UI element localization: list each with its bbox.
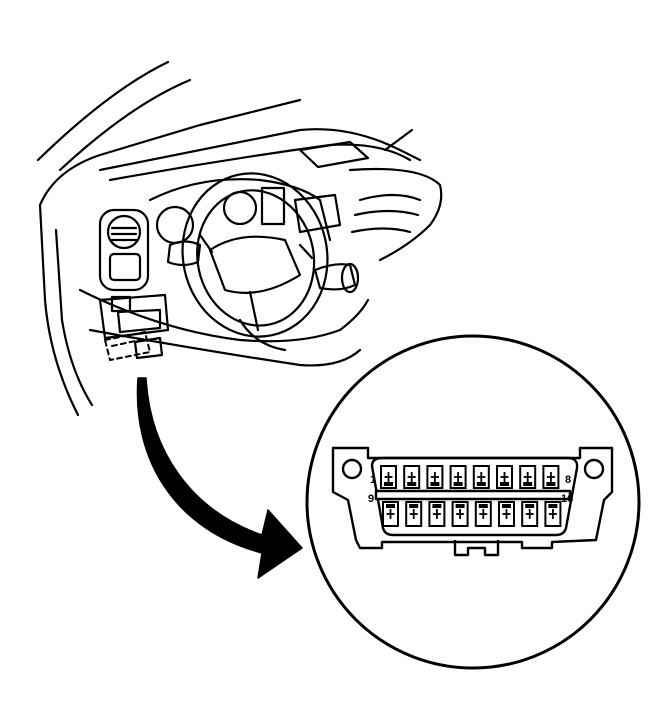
pin-cavity — [449, 465, 467, 489]
a-pillar — [38, 98, 302, 207]
dash-right-surface — [348, 167, 443, 262]
pin-cavity — [428, 501, 446, 527]
mounting-hole-left — [341, 458, 363, 480]
defrost-vent — [298, 140, 370, 169]
wiper-stalk — [313, 263, 357, 291]
dash-right-stripes-3 — [350, 227, 412, 234]
mounting-hole-right — [583, 458, 605, 480]
door-edge — [38, 203, 80, 417]
knee-panel — [98, 293, 170, 340]
dash-top — [98, 128, 422, 172]
pin-cavity — [474, 501, 492, 527]
steering-spoke-bottom — [248, 290, 260, 332]
lower-dash-curve — [88, 328, 362, 367]
pin-cavity — [451, 501, 469, 527]
dashboard-illustration — [36, 60, 443, 417]
stalk-knob — [340, 262, 360, 294]
pin-cavity — [521, 501, 539, 527]
steering-spoke-left — [198, 233, 214, 254]
pin-cavity — [382, 501, 399, 527]
dash-right-stripes-1 — [358, 193, 422, 202]
arrow-body — [136, 377, 303, 579]
steering-hub — [208, 235, 302, 294]
windshield-line-inner — [58, 78, 192, 172]
left-vent-housing — [98, 208, 150, 292]
steering-spoke-right — [298, 243, 314, 260]
lower-panel — [116, 308, 162, 334]
pointer-arrow — [136, 377, 303, 579]
connector-face — [370, 456, 579, 537]
cluster-hood — [148, 178, 332, 242]
pin-label-9: 9 — [368, 493, 374, 505]
connector-location-box — [133, 336, 164, 360]
gauge-left — [155, 205, 195, 245]
pin-cavity — [542, 465, 560, 489]
pin-cavity — [380, 465, 397, 489]
pin-cavity — [403, 465, 421, 489]
left-vent — [106, 214, 142, 250]
latch-tab — [453, 540, 500, 557]
pin-cavity — [519, 465, 537, 489]
pin-cavity — [472, 465, 490, 489]
left-switch-panel — [108, 252, 142, 282]
pin-label-1: 1 — [370, 474, 376, 486]
turn-signal-stalk — [166, 240, 202, 267]
door-edge-inner — [54, 228, 94, 407]
pin-label-16: 16 — [561, 493, 573, 505]
dash-right-stripes-2 — [353, 209, 420, 217]
pin-cavity — [426, 465, 444, 489]
magnifier-circle — [305, 334, 641, 670]
pin-label-8: 8 — [565, 474, 571, 486]
pin-cavity — [544, 501, 562, 527]
connector-center-bar — [374, 489, 572, 501]
dash-right-line — [383, 128, 414, 152]
cluster-panel — [260, 186, 286, 226]
windshield-line-outer — [36, 60, 170, 162]
pin-cavity — [405, 501, 423, 527]
dlc-connector — [331, 446, 614, 557]
steering-wheel-inner — [196, 189, 316, 327]
connector-housing — [331, 446, 614, 550]
connector-pins — [380, 465, 562, 527]
pin-cavity — [498, 501, 515, 527]
steering-wheel-outer — [181, 172, 329, 338]
right-vent — [293, 193, 342, 234]
pin-cavity — [496, 465, 513, 489]
lower-dash-edge — [78, 288, 370, 343]
